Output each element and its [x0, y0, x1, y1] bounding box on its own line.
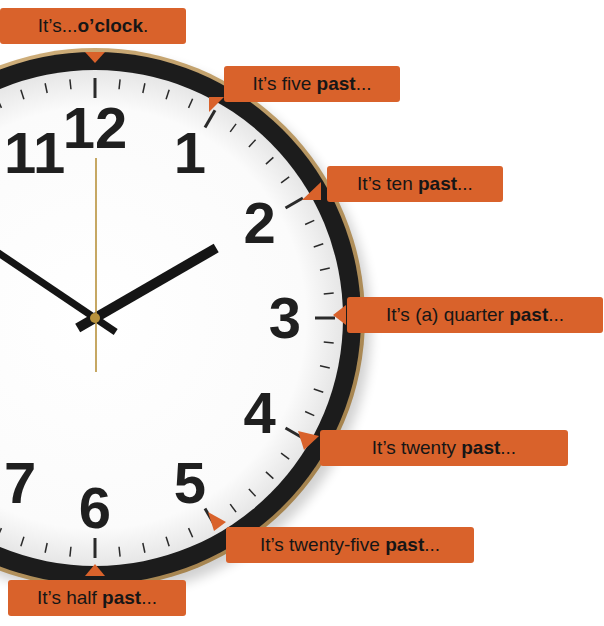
clock-tick — [0, 99, 1, 108]
clock-tick — [305, 412, 314, 416]
clock-numeral: 11 — [4, 124, 65, 182]
clock-tick — [324, 342, 334, 343]
clock-tick — [314, 389, 324, 392]
clock-numeral: 2 — [243, 194, 275, 252]
clock-tick — [189, 99, 193, 108]
clock-numeral: 6 — [79, 479, 111, 537]
clock-tick — [143, 543, 145, 553]
callout-text: It’s (a) quarter past... — [386, 304, 564, 326]
clock-tick — [143, 83, 145, 93]
clock-numeral: 4 — [243, 384, 275, 442]
callout-pointer — [85, 564, 105, 576]
hour-hand — [78, 248, 217, 328]
clock-tick — [315, 317, 335, 320]
clock-rim — [0, 52, 361, 584]
callout-pointer — [209, 97, 224, 112]
clock-tick — [166, 90, 169, 100]
clock-tick — [281, 177, 289, 183]
clock-tick — [266, 472, 273, 479]
clock-tick — [166, 537, 169, 547]
callout-box: It’s (a) quarter past... — [347, 297, 603, 333]
clock-tick — [281, 453, 289, 459]
callout-text: It’s half past... — [37, 587, 157, 609]
callout-pointer — [302, 182, 321, 200]
clock-numeral: 12 — [63, 99, 128, 157]
clock-tick — [45, 83, 47, 93]
clock-tick — [70, 79, 71, 89]
callout-pointer — [208, 512, 226, 531]
clock-tick — [205, 110, 215, 127]
clock-tick — [249, 489, 256, 496]
clock-tick — [45, 543, 47, 553]
clock-tick — [314, 244, 324, 247]
clock-tick — [266, 157, 273, 164]
clock-tick — [286, 198, 303, 208]
clock-numeral: 3 — [269, 289, 301, 347]
callout-box: It’s...o’clock. — [0, 8, 186, 44]
clock-tick — [189, 528, 193, 537]
clock-tick — [324, 293, 334, 294]
clock-numeral: 1 — [174, 124, 206, 182]
callout-box: It’s ten past... — [327, 166, 503, 202]
callout-text: It’s...o’clock. — [38, 15, 149, 37]
second-hand — [95, 158, 97, 372]
callout-box: It’s half past... — [8, 580, 186, 616]
clock-tick — [0, 528, 1, 537]
clock-tick — [94, 538, 97, 558]
callout-pointer — [333, 305, 346, 325]
clock-numeral: 7 — [4, 454, 36, 512]
clock-tick — [94, 78, 97, 98]
clock-shadow — [0, 56, 371, 596]
callout-text: It’s ten past... — [357, 173, 473, 195]
clock-face — [0, 70, 343, 566]
callout-text: It’s twenty-five past... — [260, 534, 440, 556]
clock-tick — [21, 90, 24, 100]
callout-box: It’s twenty-five past... — [226, 527, 474, 563]
clock-ticks — [0, 78, 335, 558]
callout-box: It’s twenty past... — [320, 430, 568, 466]
clock-tick — [320, 268, 330, 270]
clock-tick — [70, 547, 71, 557]
callout-box: It’s five past... — [224, 66, 400, 102]
center-pin — [90, 313, 100, 323]
clock-outer-ring — [0, 48, 365, 588]
clock-tick — [320, 366, 330, 368]
clock-tick — [119, 79, 120, 89]
callout-text: It’s twenty past... — [372, 437, 516, 459]
callout-text: It’s five past... — [253, 73, 372, 95]
clock-tick — [230, 504, 236, 512]
clock-tick — [21, 537, 24, 547]
callout-pointer — [298, 431, 319, 450]
clock-tick — [305, 220, 314, 224]
clock-tick — [230, 124, 236, 132]
clock-tick — [249, 140, 256, 147]
clock-tick — [119, 547, 120, 557]
callout-pointer — [85, 52, 105, 63]
clock-numeral: 5 — [174, 454, 206, 512]
